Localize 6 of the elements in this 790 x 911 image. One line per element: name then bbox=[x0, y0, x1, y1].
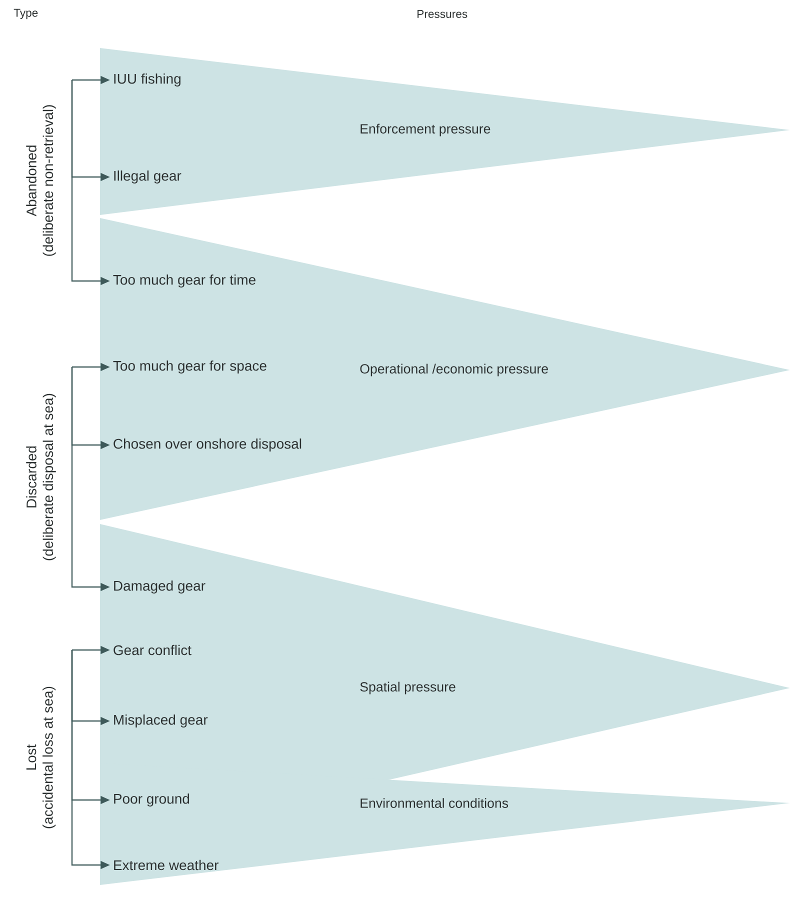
type-label: Abandoned (deliberate non-retrieval) bbox=[26, 105, 56, 256]
type-label: Discarded (deliberate disposal at sea) bbox=[26, 394, 56, 560]
heading: Pressures bbox=[418, 10, 468, 18]
type-label: Lost (accidental loss at sea) bbox=[26, 686, 56, 828]
heading: Type bbox=[14, 8, 38, 20]
item-label: Poor ground bbox=[114, 794, 190, 807]
